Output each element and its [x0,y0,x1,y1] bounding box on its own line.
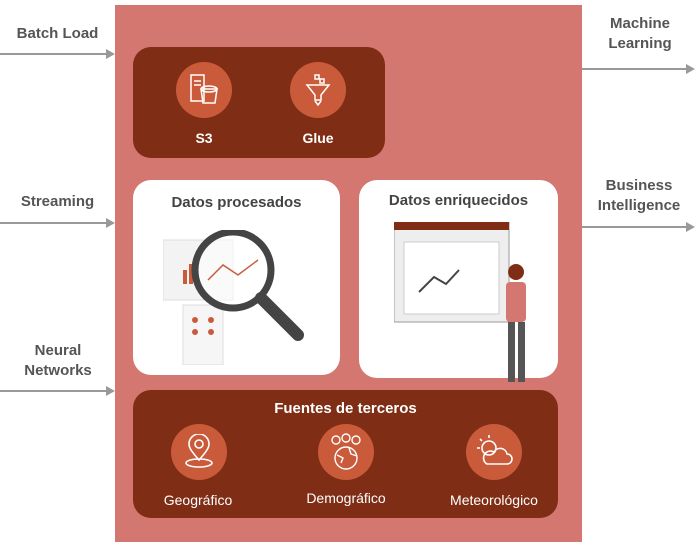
magnifier-report-illustration [163,230,304,365]
input-neural-networks: Neural Networks [24,342,92,379]
output-machine-learning: Machine Learning [608,15,672,52]
output-business-intelligence: Business Intelligence [597,177,681,214]
service-label: Glue [302,130,334,146]
input-streaming: Streaming [20,193,95,210]
card-title: Datos enriquecidos [388,192,529,209]
service-label: S3 [195,130,213,146]
funnel-icon [290,62,346,118]
input-arrow [0,386,115,396]
source-label: Geográfico [163,492,233,508]
processed-data-card: Datos procesados [133,180,340,375]
source-label: Meteorológico [450,492,538,508]
third-party-sources-box: Fuentes de terceros Geográfico Demográfi… [133,390,558,518]
input-arrow [0,218,115,228]
globe-people-icon [318,424,374,480]
output-arrow [582,222,695,232]
card-title: Datos procesados [171,194,302,211]
sun-cloud-icon [466,424,522,480]
storage-bucket-icon [176,62,232,118]
input-batch-load: Batch Load [16,25,99,42]
location-pin-icon [171,424,227,480]
presenter-dashboard-illustration [394,222,526,382]
third-party-title: Fuentes de terceros [274,400,417,417]
output-arrow [582,64,695,74]
input-arrow [0,49,115,59]
source-label: Demográfico [306,490,386,506]
aws-services-box: S3 Glue [133,47,385,158]
enriched-data-card: Datos enriquecidos [359,180,558,382]
